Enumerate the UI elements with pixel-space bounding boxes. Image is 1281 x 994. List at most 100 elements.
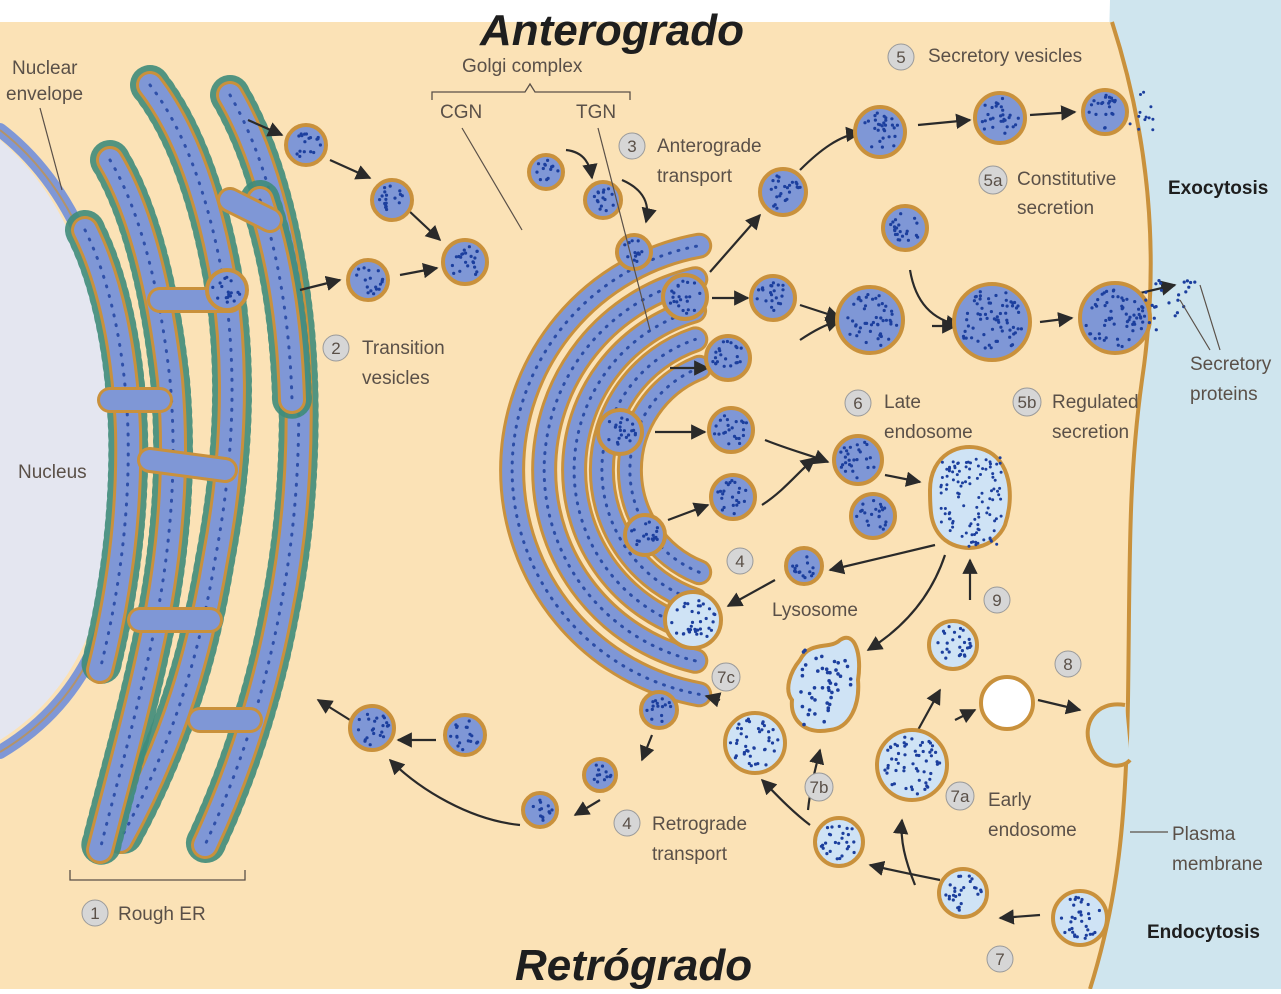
label-constitutive-line1: Constitutive — [1017, 169, 1116, 190]
vesicle — [617, 235, 651, 269]
label-secretory-proteins-line1: Secretory — [1190, 354, 1272, 375]
vesicle — [709, 408, 753, 452]
label-secretory-proteins-line2: proteins — [1190, 384, 1258, 405]
label-regulated-line1: Regulated — [1052, 392, 1139, 413]
vesicle — [751, 276, 795, 320]
step-badge-8: 8 — [1055, 651, 1081, 677]
label-nucleus: Nucleus — [18, 462, 87, 483]
step-badge-4-retrograde-text: 4 — [622, 814, 631, 833]
label-golgi-complex: Golgi complex — [462, 56, 583, 77]
step-badge-6-text: 6 — [853, 394, 862, 413]
step-badge-9-text: 9 — [992, 591, 1001, 610]
label-nuclear-envelope-line2: envelope — [6, 84, 83, 105]
label-lysosome: Lysosome — [772, 600, 858, 621]
vesicle — [851, 494, 895, 538]
endosomal-vesicle — [929, 621, 977, 669]
label-secretory-vesicles: Secretory vesicles — [928, 46, 1082, 67]
step-badge-1: 1 — [82, 900, 108, 926]
step-badge-3-text: 3 — [627, 137, 636, 156]
vesicle — [663, 275, 707, 319]
label-cgn: CGN — [440, 102, 482, 123]
step-badge-5-text: 5 — [896, 48, 905, 67]
endosomal-vesicle — [877, 730, 947, 800]
label-late-endosome-line1: Late — [884, 392, 921, 413]
step-badge-7b-text: 7b — [810, 778, 829, 797]
vesicle — [834, 436, 882, 484]
vesicle — [786, 548, 822, 584]
vesicle — [523, 793, 557, 827]
label-nuclear-envelope-line1: Nuclear — [12, 58, 78, 79]
step-badge-7c: 7c — [712, 663, 740, 691]
vesicle — [443, 240, 487, 284]
step-badge-5b-text: 5b — [1018, 393, 1037, 412]
vesicle — [625, 515, 665, 555]
label-plasma-membrane-line2: membrane — [1172, 854, 1263, 875]
label-rough-er: Rough ER — [118, 904, 206, 925]
title-retrograde: Retrógrado — [515, 941, 752, 989]
vesicle — [1083, 90, 1127, 134]
step-badge-2: 2 — [323, 335, 349, 361]
vesicle — [975, 93, 1025, 143]
vesicle — [350, 706, 394, 750]
label-plasma-membrane-line1: Plasma — [1172, 824, 1236, 845]
label-regulated-line2: secretion — [1052, 422, 1129, 443]
label-anterograde-line1: Anterograde — [657, 136, 762, 157]
vesicle — [641, 692, 677, 728]
step-badge-6: 6 — [845, 390, 871, 416]
late-endosome — [930, 447, 1010, 548]
er-connection — [230, 200, 270, 220]
er-connection — [150, 460, 225, 470]
step-badge-4-retrograde: 4 — [614, 810, 640, 836]
vesicle — [598, 410, 642, 454]
step-badge-7-text: 7 — [995, 950, 1004, 969]
step-badge-5b: 5b — [1013, 388, 1041, 416]
step-badge-3: 3 — [619, 133, 645, 159]
label-exocytosis: Exocytosis — [1168, 178, 1268, 199]
vesicle — [711, 475, 755, 519]
step-badge-4-lysosome-text: 4 — [735, 552, 744, 571]
vesicle — [207, 270, 247, 310]
endosomal-vesicle — [1053, 891, 1107, 945]
label-early-endosome-line2: endosome — [988, 820, 1077, 841]
vesicle — [883, 206, 927, 250]
label-constitutive-line2: secretion — [1017, 198, 1094, 219]
label-retrograde-line2: transport — [652, 844, 728, 865]
endosomal-vesicle — [815, 818, 863, 866]
vesicle — [348, 260, 388, 300]
label-late-endosome-line2: endosome — [884, 422, 973, 443]
endosomal-vesicle — [665, 592, 721, 648]
step-badge-5: 5 — [888, 44, 914, 70]
label-transition-line1: Transition — [362, 338, 445, 359]
vesicle — [372, 180, 412, 220]
step-badge-9: 9 — [984, 587, 1010, 613]
title-anterograde: Anterogrado — [479, 6, 744, 55]
vesicle — [954, 284, 1030, 360]
step-badge-7: 7 — [987, 946, 1013, 972]
step-badge-4-lysosome: 4 — [727, 548, 753, 574]
step-badge-2-text: 2 — [331, 339, 340, 358]
recycling-vesicle — [981, 677, 1033, 729]
vesicle — [837, 287, 903, 353]
vesicle — [855, 107, 905, 157]
endosomal-vesicle — [939, 869, 987, 917]
label-transition-line2: vesicles — [362, 368, 430, 389]
endocytic-pit — [1088, 704, 1130, 765]
vesicle — [706, 336, 750, 380]
label-anterograde-line2: transport — [657, 166, 733, 187]
vesicle — [760, 169, 806, 215]
step-badge-1-text: 1 — [90, 904, 99, 923]
label-endocytosis: Endocytosis — [1147, 922, 1260, 943]
label-retrograde-line1: Retrograde — [652, 814, 747, 835]
step-badge-7a-text: 7a — [951, 787, 970, 806]
vesicle — [585, 182, 621, 218]
step-badge-5a: 5a — [979, 166, 1007, 194]
vesicle — [529, 155, 563, 189]
step-badge-5a-text: 5a — [984, 171, 1003, 190]
vesicle — [584, 759, 616, 791]
vesicle — [445, 715, 485, 755]
step-badge-7c-text: 7c — [717, 668, 735, 687]
step-badge-7a: 7a — [946, 782, 974, 810]
endosomal-vesicle — [725, 713, 785, 773]
label-early-endosome-line1: Early — [988, 790, 1032, 811]
